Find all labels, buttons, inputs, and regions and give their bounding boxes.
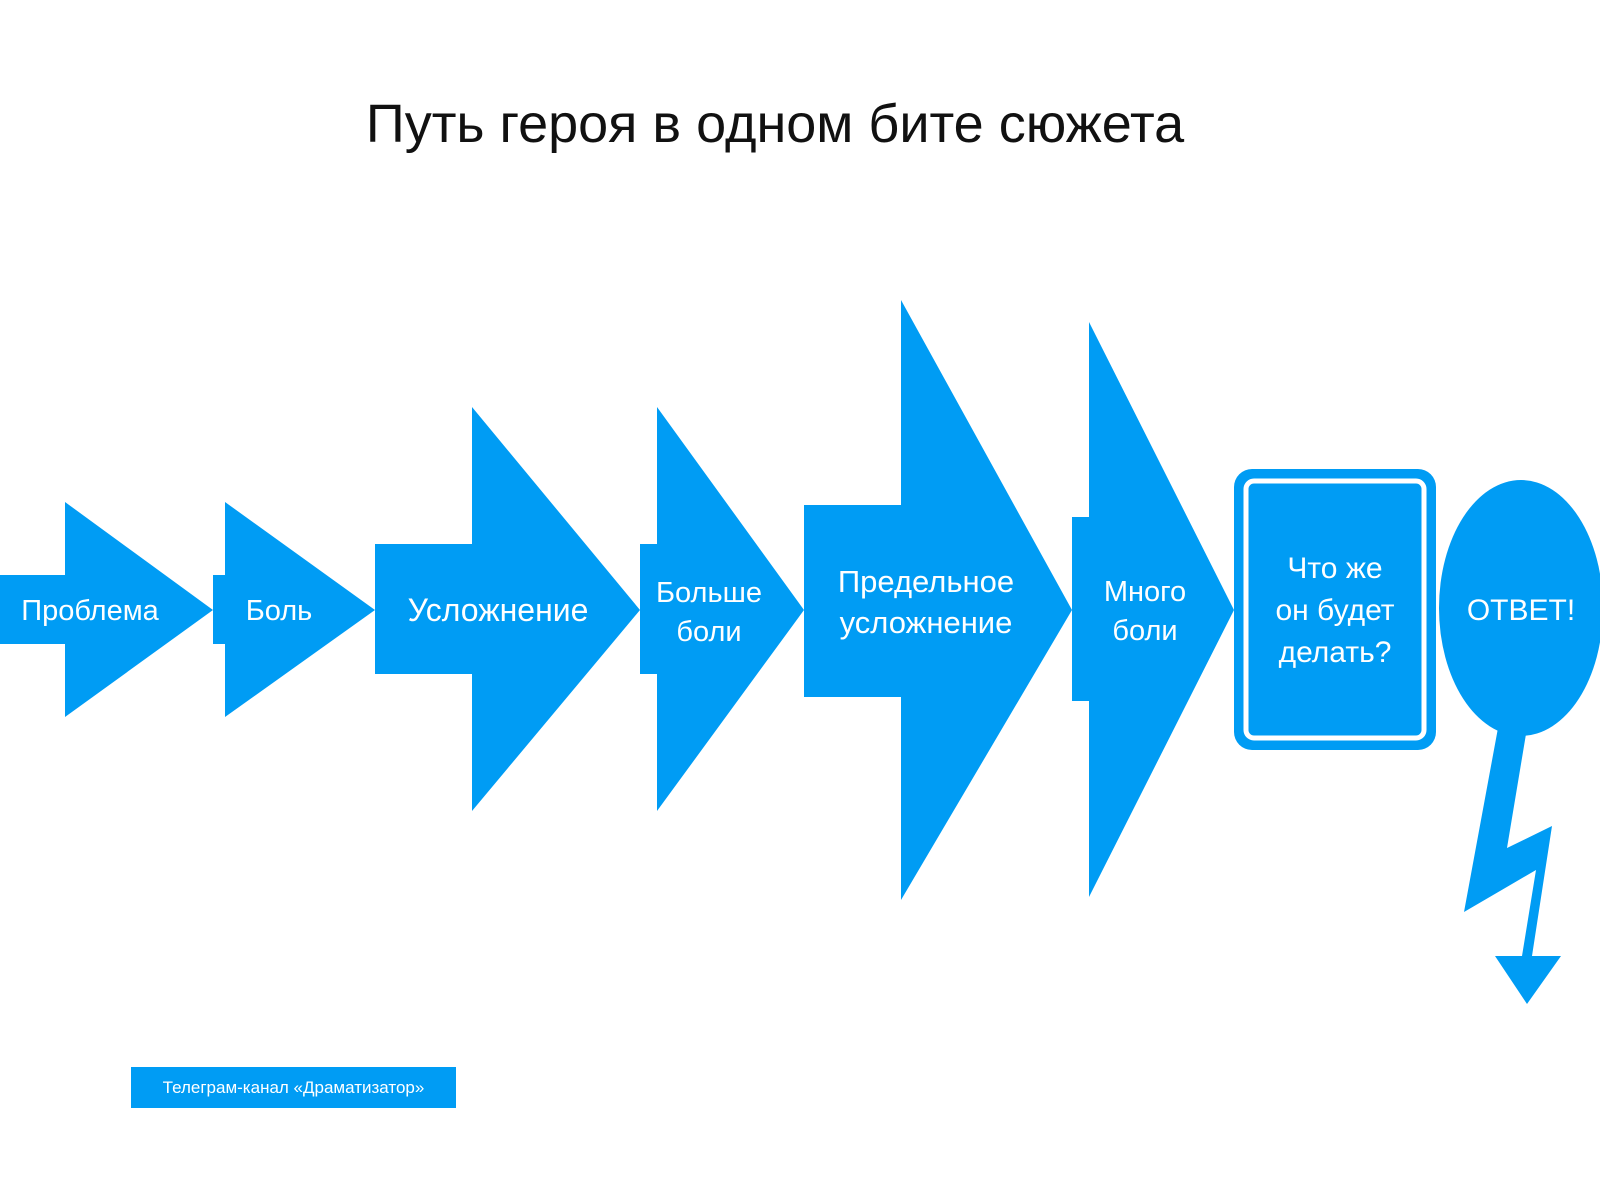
step-arrow-problem: Проблема (0, 502, 213, 717)
step-arrow-pain: Боль (213, 502, 375, 717)
telegram-channel-badge: Телеграм-канал «Драматизатор» (131, 1067, 456, 1108)
question-sign: Что же он будет делать? (1234, 469, 1436, 750)
step-label-extreme-complication-line2: усложнение (840, 605, 1013, 640)
step-label-complication: Усложнение (408, 592, 589, 628)
answer-label: ОТВЕТ! (1467, 594, 1575, 627)
arrow-shape-pain (213, 502, 375, 717)
step-label-pain: Боль (246, 595, 313, 627)
step-label-more-pain-line2: боли (676, 616, 741, 648)
step-label-more-pain-line1: Больше (656, 577, 762, 609)
step-arrow-complication: Усложнение (375, 407, 640, 811)
step-label-much-pain-line2: боли (1112, 615, 1177, 647)
question-sign-line1: Что же (1287, 552, 1382, 585)
step-arrow-more-pain: Больше боли (640, 407, 804, 811)
answer-balloon: ОТВЕТ! (1439, 480, 1600, 1004)
slide-title: Путь героя в одном бите сюжета (365, 94, 1185, 154)
lightning-bolt-icon (1464, 728, 1561, 1004)
step-arrow-much-pain: Много боли (1072, 322, 1234, 897)
question-sign-line2: он будет (1275, 594, 1394, 627)
step-arrow-extreme-complication: Предельное усложнение (804, 300, 1072, 900)
arrow-shape-problem (0, 502, 213, 717)
arrow-shape-much-pain (1072, 322, 1234, 897)
arrow-shape-complication (375, 407, 640, 811)
question-sign-frame (1234, 469, 1436, 750)
question-sign-line3: делать? (1279, 636, 1392, 669)
arrow-shape-more-pain (640, 407, 804, 811)
step-label-much-pain-line1: Много (1104, 576, 1186, 608)
question-sign-inner-border (1243, 478, 1427, 741)
answer-ellipse (1439, 480, 1600, 736)
arrow-shape-extreme-complication (804, 300, 1072, 900)
step-label-problem: Проблема (21, 595, 159, 627)
step-label-extreme-complication-line1: Предельное (838, 564, 1014, 599)
